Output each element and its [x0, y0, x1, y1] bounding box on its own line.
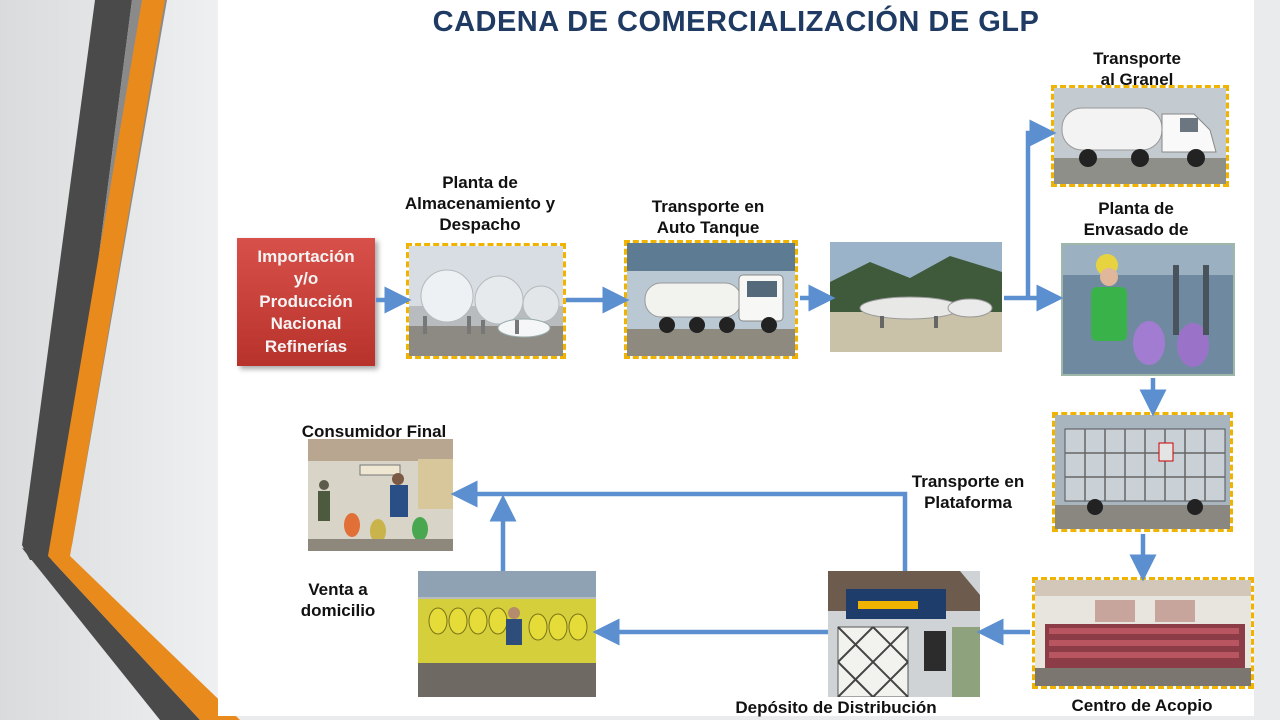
label-auto-tanque: Transporte en Auto Tanque	[626, 196, 790, 238]
photo-storage-spheres	[406, 243, 566, 359]
label-line: Transporte en	[651, 197, 765, 216]
delivery-truck-illustration	[418, 571, 596, 697]
label-line: Despacho	[439, 215, 521, 234]
label-line: Venta a	[308, 580, 368, 599]
origin-box-importacion: Importación y/o Producción Nacional Refi…	[237, 238, 375, 366]
label-line: Transporte	[1093, 49, 1181, 68]
label-line: Auto Tanque	[656, 218, 760, 237]
label-envasado: Planta de Envasado de	[1066, 198, 1206, 240]
photo-consumidor-final	[308, 439, 453, 551]
platform-truck-illustration	[1055, 415, 1230, 529]
label-acopio: Centro de Acopio	[1071, 696, 1213, 715]
label-line: domicilio	[300, 601, 376, 620]
label-line: Plataforma	[924, 493, 1012, 512]
photo-planta-envasado	[1061, 243, 1235, 376]
origin-line: Refinerías	[264, 336, 348, 356]
label-line: al Granel	[1100, 70, 1174, 89]
photo-centro-acopio	[1032, 577, 1254, 689]
storage-spheres-illustration	[409, 246, 563, 356]
label-line: Planta de	[442, 173, 518, 192]
label-granel: Transporte al Granel	[1070, 48, 1204, 90]
warehouse-illustration	[1035, 580, 1251, 686]
label-line: Almacenamiento y	[404, 194, 556, 213]
bulk-truck-illustration	[1054, 88, 1226, 184]
dark-stripe-top	[22, 0, 132, 560]
label-line: Envasado de	[1083, 220, 1189, 239]
origin-line: y/o	[293, 269, 319, 289]
photo-deposito-distribucion	[828, 571, 980, 697]
filling-plant-illustration	[1063, 245, 1233, 374]
tank-field-illustration	[830, 242, 1002, 352]
origin-line: Producción	[259, 291, 353, 311]
dark-stripe-bottom	[22, 548, 200, 720]
photo-transporte-granel	[1051, 85, 1229, 187]
label-plataforma: Transporte en Plataforma	[898, 471, 1038, 513]
consumer-street-illustration	[308, 439, 453, 551]
depot-illustration	[828, 571, 980, 697]
label-consumidor: Consumidor Final	[301, 422, 447, 441]
photo-auto-tanque	[624, 240, 798, 359]
label-almacenamiento: Planta de Almacenamiento y Despacho	[388, 172, 572, 235]
origin-line: Importación	[257, 246, 355, 266]
photo-transporte-plataforma	[1052, 412, 1233, 532]
diagram-title: CADENA DE COMERCIALIZACIÓN DE GLP	[432, 6, 1040, 38]
tanker-truck-illustration	[627, 243, 795, 356]
label-deposito: Depósito de Distribución	[735, 698, 937, 717]
orange-stripe-top	[48, 0, 165, 556]
photo-tank-field	[830, 242, 1002, 352]
decorative-stripes	[22, 0, 240, 720]
label-line: Planta de	[1098, 199, 1174, 218]
photo-venta-domicilio	[418, 571, 596, 697]
label-line: Transporte en	[911, 472, 1025, 491]
orange-stripe-bottom	[48, 556, 240, 720]
label-venta: Venta a domicilio	[278, 579, 398, 621]
origin-line: Nacional	[270, 314, 342, 334]
